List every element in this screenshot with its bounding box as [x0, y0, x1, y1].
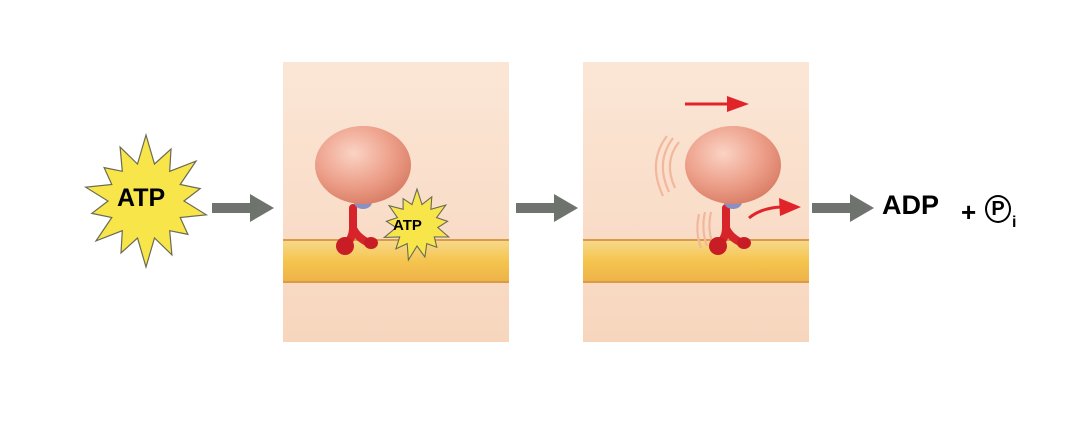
- bound-atp-label: ATP: [393, 217, 422, 234]
- myosin-head: [685, 126, 781, 204]
- adp-label: ADP: [882, 190, 940, 220]
- release-arrow: [748, 198, 801, 220]
- phosphate-circle: P: [985, 195, 1011, 223]
- free-atp-starburst: [80, 126, 212, 276]
- myosin-head: [315, 126, 411, 204]
- step-arrow-1: [212, 194, 274, 222]
- panel-power-stroke: [583, 62, 809, 342]
- actin-filament: [283, 240, 509, 282]
- phosphate-subscript: i: [1012, 214, 1017, 231]
- starburst-shape: [83, 132, 209, 270]
- plus-sign: +: [961, 197, 977, 227]
- free-atp-label: ATP: [117, 184, 166, 212]
- step-arrow-2: [516, 194, 578, 222]
- myosin-stalk: [336, 204, 378, 255]
- actin-filament: [583, 240, 809, 282]
- step-arrow-3: [812, 194, 874, 222]
- movement-arrow-top: [685, 96, 749, 112]
- phosphate-label: P: [991, 198, 1005, 220]
- panel-atp-binding: ATP: [283, 62, 509, 342]
- myosin-stalk: [709, 204, 751, 255]
